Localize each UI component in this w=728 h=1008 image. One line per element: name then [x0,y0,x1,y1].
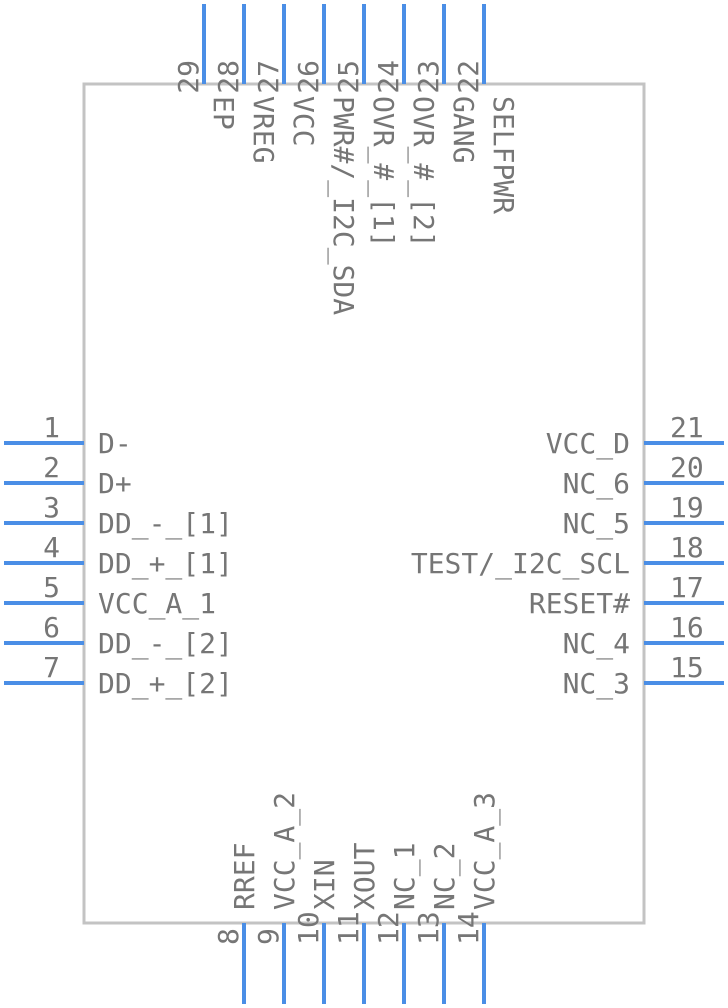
pin-number-8: 8 [212,928,245,945]
pin-number-27: 27 [252,60,285,94]
pin-number-17: 17 [670,571,704,604]
component-body [82,82,646,925]
pin-number-16: 16 [670,611,704,644]
pin-label-2: D+ [98,467,132,500]
pin-label-12: NC_1 [388,843,422,910]
pin-label-14: VCC_A_3 [468,792,502,910]
pin-number-20: 20 [670,451,704,484]
pin-number-12: 12 [372,911,405,945]
pin-label-1: D- [98,427,132,460]
pin-label-23: GANG [447,96,480,163]
pin-label-11: XOUT [348,842,381,910]
pin-number-22: 22 [452,60,485,94]
pin-label-10: XIN [308,859,341,910]
pin-number-7: 7 [43,651,60,684]
pin-label-22: SELFPWR [487,96,520,214]
pin-number-23: 23 [412,60,445,94]
pin-label-7: DD_+_[2] [98,667,233,701]
pin-number-18: 18 [670,531,704,564]
pin-label-4: DD_+_[1] [98,547,233,581]
pin-number-26: 26 [292,60,325,94]
pin-number-1: 1 [43,411,60,444]
pin-number-25: 25 [332,60,365,94]
pin-number-15: 15 [670,651,704,684]
pin-number-6: 6 [43,611,60,644]
pin-label-19: NC_5 [563,507,630,541]
pin-label-16: NC_4 [563,627,630,661]
pins-layer: 1 D- 2 D+ 3 DD_-_[1] 4 DD_+_[1] 5 VCC_A_1 6 DD_-_[2… [4,4,724,1004]
pin-label-6: DD_-_[2] [98,627,233,661]
pin-number-2: 2 [43,451,60,484]
pin-label-17: RESET# [529,587,630,620]
pin-label-3: DD_-_[1] [98,507,233,541]
pin-number-19: 19 [670,491,704,524]
pin-label-5: VCC_A_1 [98,587,216,621]
pin-label-29: EP [207,96,240,130]
pin-label-26: PWR#/_I2C_SDA [326,96,360,315]
pin-number-5: 5 [43,571,60,604]
pin-label-25: OVR_#_[1] [366,96,400,248]
pin-number-9: 9 [252,928,285,945]
pin-number-11: 11 [332,911,365,945]
pin-label-28: VREG [247,96,280,163]
pin-label-9: VCC_A_2 [268,792,302,910]
pin-number-21: 21 [670,411,704,444]
pin-label-27: VCC [287,96,320,147]
pin-number-29: 29 [172,60,205,94]
pin-label-21: VCC_D [546,427,630,461]
pin-number-13: 13 [412,911,445,945]
pin-number-3: 3 [43,491,60,524]
pin-label-20: NC_6 [563,467,630,501]
pin-label-24: OVR_#_[2] [406,96,440,248]
pin-number-10: 10 [292,911,325,945]
pin-label-15: NC_3 [563,667,630,701]
pin-number-28: 28 [212,60,245,94]
pin-number-24: 24 [372,60,405,94]
pin-label-8: RREF [228,843,261,910]
pin-number-4: 4 [43,531,60,564]
pin-label-13: NC_2 [428,843,462,910]
pin-label-18: TEST/_I2C_SCL [411,547,630,581]
pin-number-14: 14 [452,911,485,945]
